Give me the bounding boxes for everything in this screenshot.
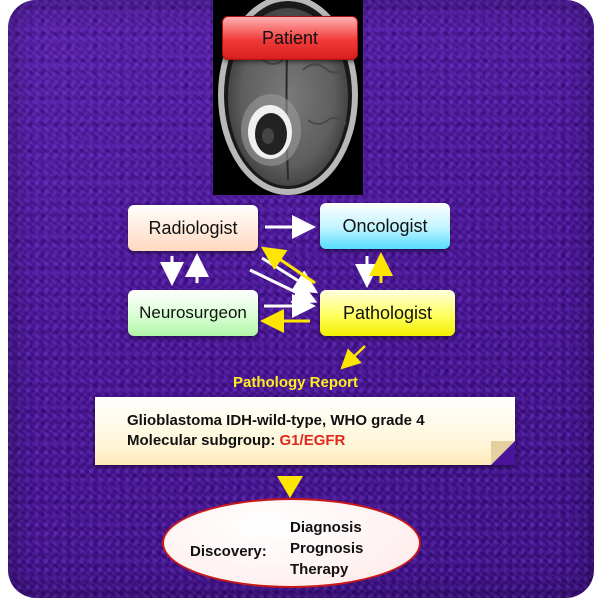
discovery-item-therapy: Therapy <box>290 561 349 578</box>
arrow-pathologist-to-report <box>340 345 366 370</box>
arrow-report-to-discovery <box>277 476 303 498</box>
patient-node: Patient <box>222 16 358 60</box>
subgroup-value: G1/EGFR <box>279 432 346 449</box>
neurosurgeon-label: Neurosurgeon <box>139 303 247 322</box>
oncologist-label: Oncologist <box>342 215 428 236</box>
pathologist-label: Pathologist <box>342 302 433 323</box>
radiologist-label: Radiologist <box>148 217 238 238</box>
discovery-item-diagnosis: Diagnosis <box>290 519 362 536</box>
subgroup-prefix: Molecular subgroup: <box>127 432 280 449</box>
arrow-pathologist-to-radiologist <box>261 246 316 285</box>
radiologist-node: Radiologist <box>128 205 258 251</box>
discovery-ellipse: Discovery: Diagnosis Prognosis Therapy <box>162 498 421 588</box>
oncologist-node: Oncologist <box>320 203 450 249</box>
pathologist-node: Pathologist <box>320 290 455 336</box>
discovery-label: Discovery: <box>190 543 267 560</box>
pathology-report-title: Pathology Report <box>233 374 359 391</box>
neurosurgeon-node: Neurosurgeon <box>128 290 258 336</box>
patient-label: Patient <box>261 27 319 48</box>
page-fold-corner <box>491 441 515 465</box>
discovery-item-prognosis: Prognosis <box>290 540 364 557</box>
report-diagnosis-line: Glioblastoma IDH-wild-type, WHO grade 4 <box>127 412 425 429</box>
pathology-report-box: Glioblastoma IDH-wild-type, WHO grade 4 … <box>95 397 515 465</box>
report-subgroup-line: Molecular subgroup: G1/EGFR <box>127 432 345 449</box>
